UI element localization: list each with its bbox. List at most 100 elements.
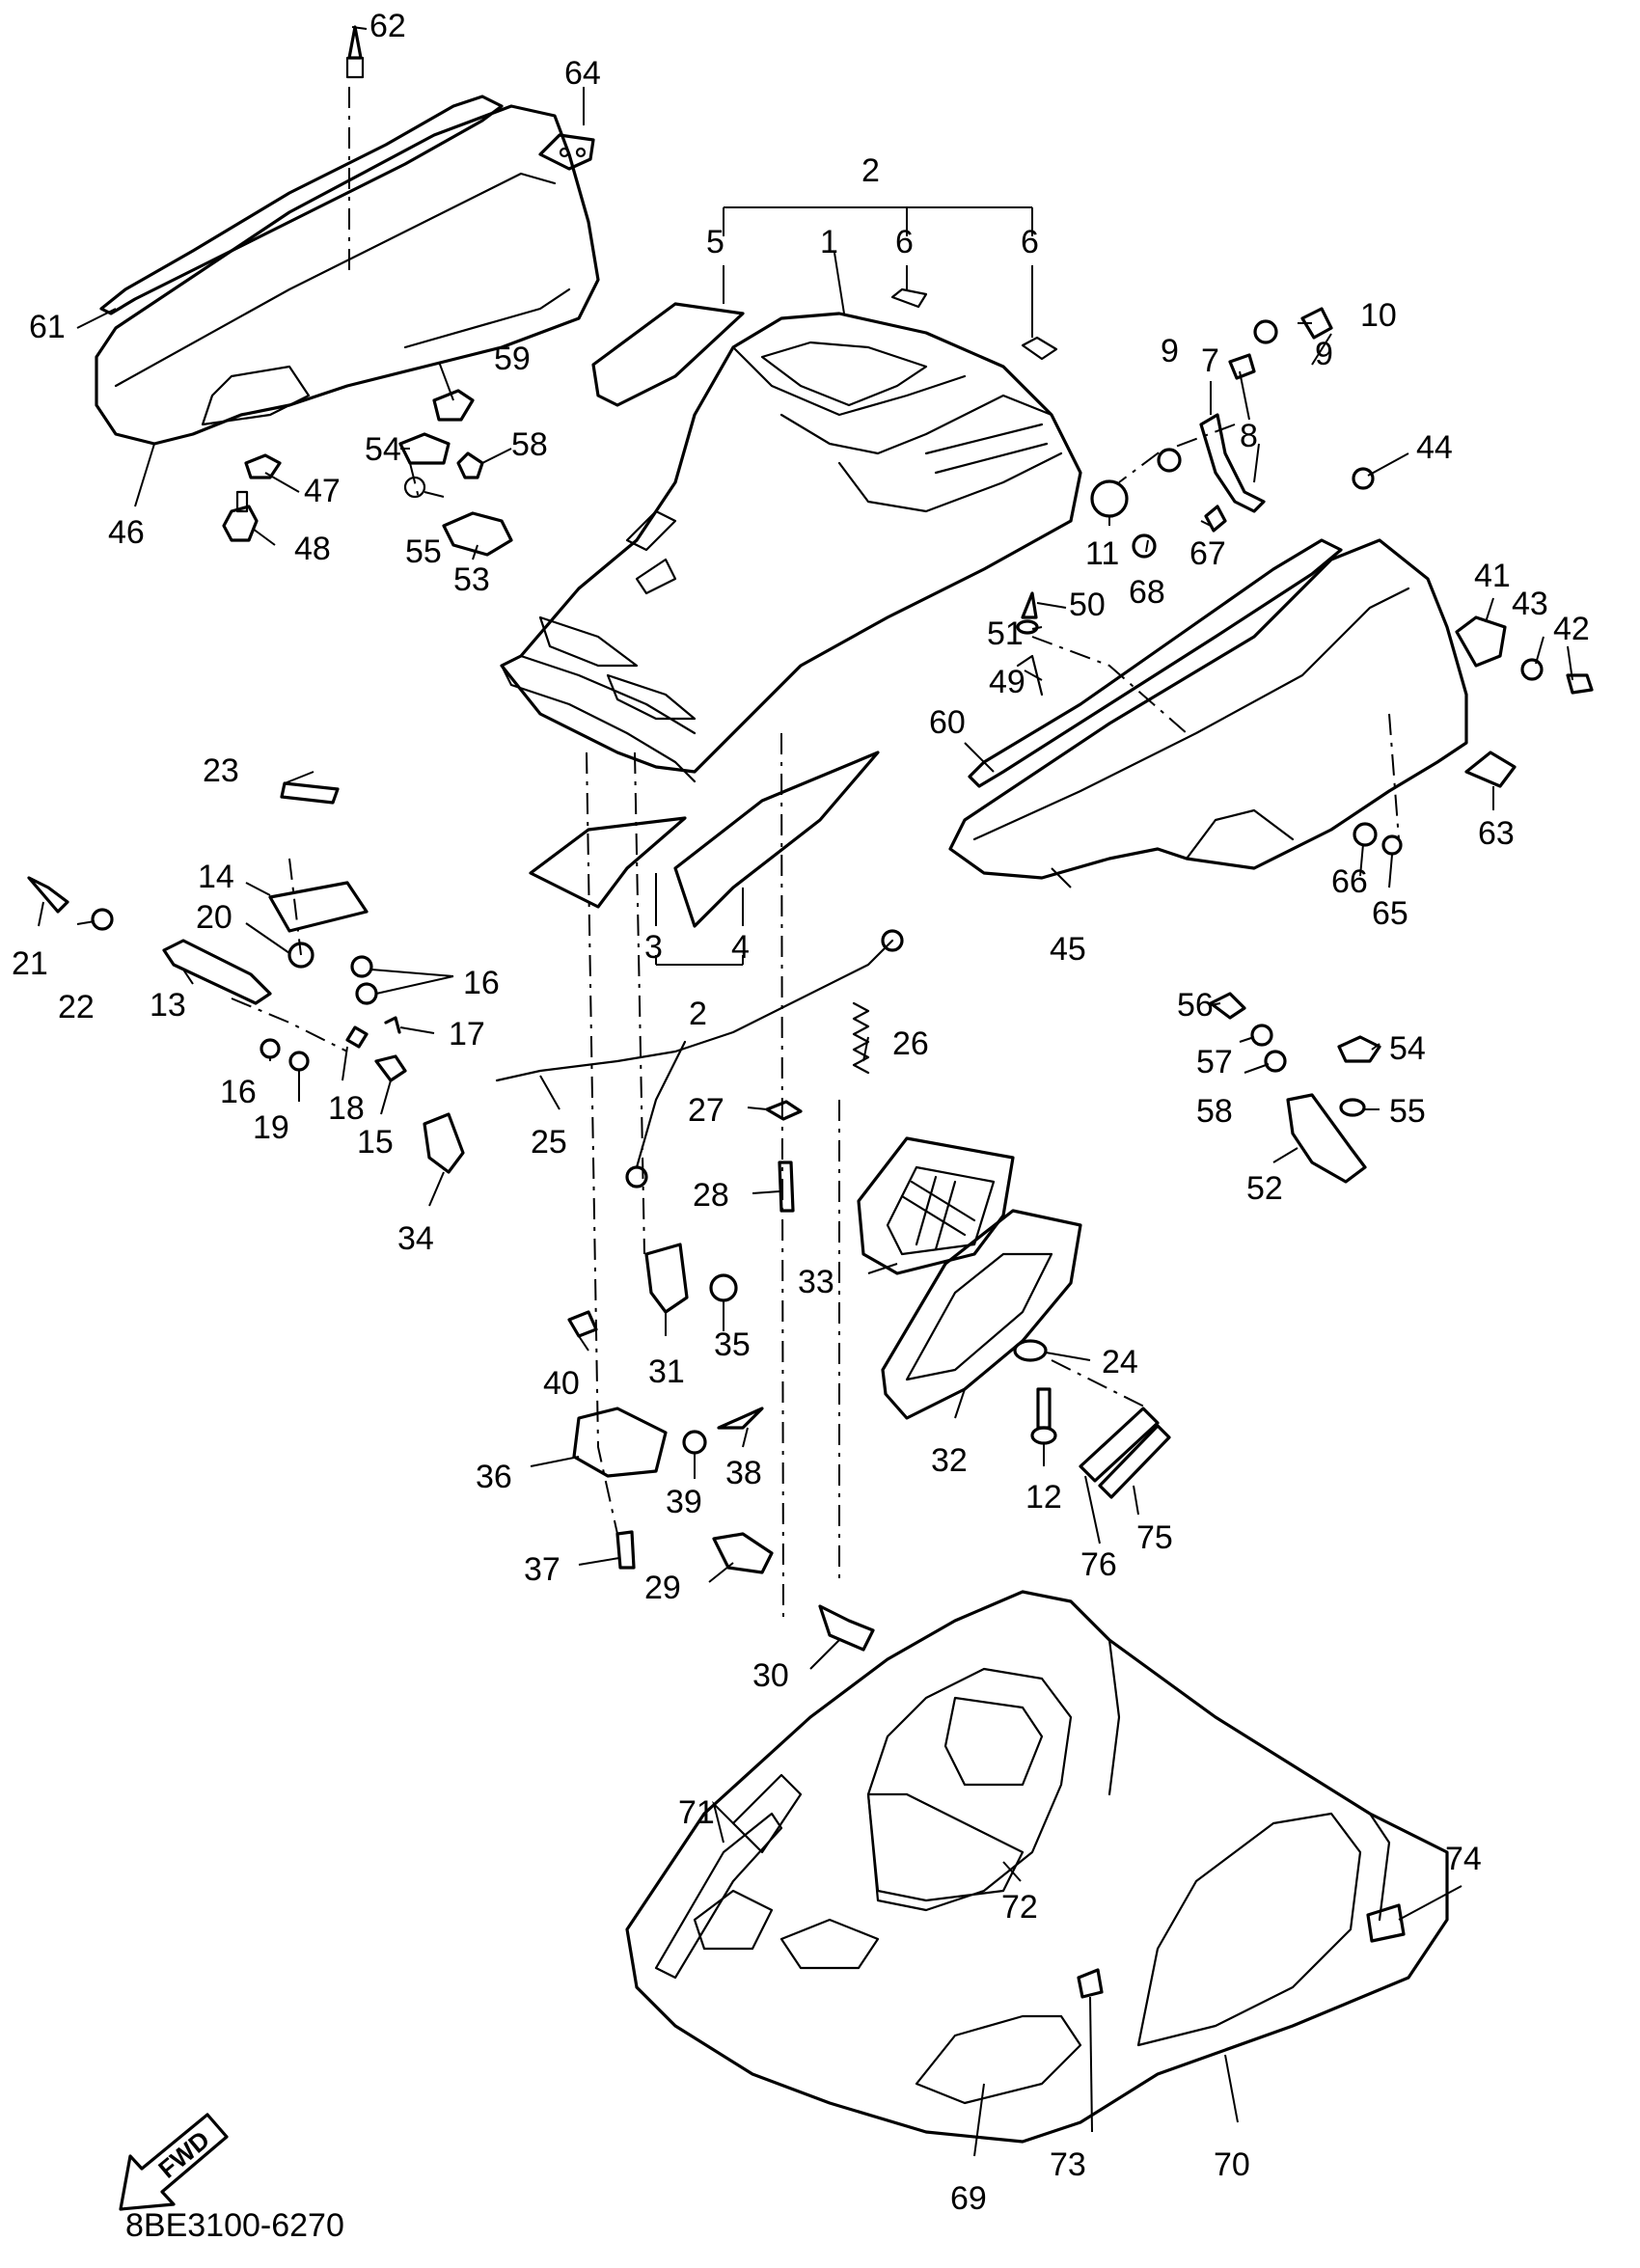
callout-25: 25 [531, 1124, 567, 1161]
callout-6b: 6 [1021, 224, 1039, 260]
callout-52: 52 [1246, 1170, 1283, 1207]
callout-44: 44 [1416, 429, 1453, 466]
callout-3: 3 [644, 929, 663, 966]
callout-17: 17 [449, 1016, 485, 1052]
callout-66: 66 [1331, 863, 1368, 900]
callout-26: 26 [892, 1025, 929, 1062]
fwd-arrow-icon: FWD [119, 2113, 229, 2211]
callout-50: 50 [1069, 587, 1106, 623]
callout-56: 56 [1177, 987, 1214, 1024]
callout-23: 23 [203, 752, 239, 789]
leader-lines [38, 26, 1573, 2157]
callout-16b: 16 [220, 1074, 257, 1110]
callout-60: 60 [929, 704, 966, 741]
callout-12: 12 [1025, 1479, 1062, 1516]
tag-23 [280, 781, 340, 805]
decal-74 [1366, 1903, 1406, 1943]
callout-22: 22 [58, 989, 95, 1025]
callout-33: 33 [798, 1264, 834, 1300]
cable-25 [495, 929, 904, 1189]
callout-30: 30 [752, 1657, 789, 1694]
callout-67: 67 [1189, 535, 1226, 572]
callout-1: 1 [820, 224, 838, 260]
callout-37: 37 [524, 1551, 560, 1588]
callout-9a: 9 [1161, 333, 1179, 369]
callout-55-left: 55 [405, 533, 442, 570]
decal-4 [673, 751, 880, 928]
callout-72: 72 [1001, 1889, 1038, 1926]
callout-42: 42 [1553, 611, 1590, 647]
callout-35: 35 [714, 1326, 751, 1363]
bolt-12 [1030, 1387, 1057, 1445]
right-side-panel [948, 538, 1468, 880]
left-rail-61 [99, 95, 504, 315]
callout-68: 68 [1129, 574, 1165, 611]
callout-8: 8 [1240, 418, 1258, 454]
spring-26 [852, 1001, 870, 1075]
callout-74: 74 [1445, 1841, 1482, 1877]
callout-58-left: 58 [511, 426, 548, 463]
hardware-left [222, 389, 513, 557]
callout-73: 73 [1050, 2146, 1086, 2183]
callout-2-bottom: 2 [689, 996, 707, 1032]
callout-13: 13 [150, 987, 186, 1024]
hood-shell [500, 312, 1082, 783]
decal-72 [866, 1792, 1025, 1902]
callout-53: 53 [453, 561, 490, 598]
callout-38: 38 [725, 1455, 762, 1491]
callout-15: 15 [357, 1124, 394, 1161]
left-side-panel [95, 104, 600, 446]
callout-75: 75 [1136, 1519, 1173, 1556]
callout-4: 4 [731, 929, 750, 966]
decal-5 [591, 302, 745, 407]
callout-16a: 16 [463, 965, 500, 1001]
callout-54-left: 54 [365, 431, 401, 468]
callout-49: 49 [989, 664, 1025, 700]
callout-21: 21 [12, 945, 48, 982]
decal-6a [890, 287, 928, 309]
callout-5: 5 [706, 224, 724, 260]
callout-59: 59 [494, 341, 531, 377]
callout-7: 7 [1201, 342, 1219, 379]
lower-hood-shell [625, 1590, 1449, 2144]
callout-39: 39 [666, 1484, 702, 1520]
callout-51: 51 [987, 615, 1024, 652]
callout-18: 18 [328, 1090, 365, 1127]
pin-62 [345, 25, 365, 79]
decal-3 [529, 816, 687, 909]
callout-10: 10 [1360, 297, 1397, 334]
hardware-right-side [1353, 615, 1594, 856]
strips-75-76 [1079, 1407, 1171, 1499]
callout-47: 47 [304, 473, 341, 509]
callout-28: 28 [693, 1177, 729, 1214]
callout-65: 65 [1372, 895, 1408, 932]
latch-assembly-right [1209, 992, 1381, 1184]
callout-45: 45 [1050, 931, 1086, 968]
callout-43: 43 [1512, 586, 1548, 622]
callout-70: 70 [1214, 2146, 1250, 2183]
decal-71 [654, 1812, 783, 1980]
right-rail-60 [968, 538, 1343, 788]
callout-19: 19 [253, 1109, 289, 1146]
latch-assembly-left [27, 876, 465, 1174]
callout-40: 40 [543, 1365, 580, 1402]
callout-76: 76 [1080, 1546, 1117, 1583]
callout-48: 48 [294, 531, 331, 567]
callout-34: 34 [397, 1220, 434, 1257]
callout-11: 11 [1085, 535, 1119, 572]
callout-32: 32 [931, 1442, 968, 1479]
callout-31: 31 [648, 1353, 685, 1390]
decal-6b [1021, 336, 1058, 361]
clip-64 [538, 133, 595, 171]
callout-2-top: 2 [861, 152, 880, 189]
hardware-right-top [1016, 307, 1375, 697]
callout-9b: 9 [1315, 336, 1333, 372]
callout-64: 64 [564, 55, 601, 92]
callout-71: 71 [678, 1794, 715, 1831]
callout-58-right: 58 [1196, 1093, 1233, 1130]
callout-54-right: 54 [1389, 1030, 1426, 1067]
callout-29: 29 [644, 1570, 681, 1606]
callout-61: 61 [29, 309, 66, 345]
decal-73 [1077, 1968, 1104, 1999]
